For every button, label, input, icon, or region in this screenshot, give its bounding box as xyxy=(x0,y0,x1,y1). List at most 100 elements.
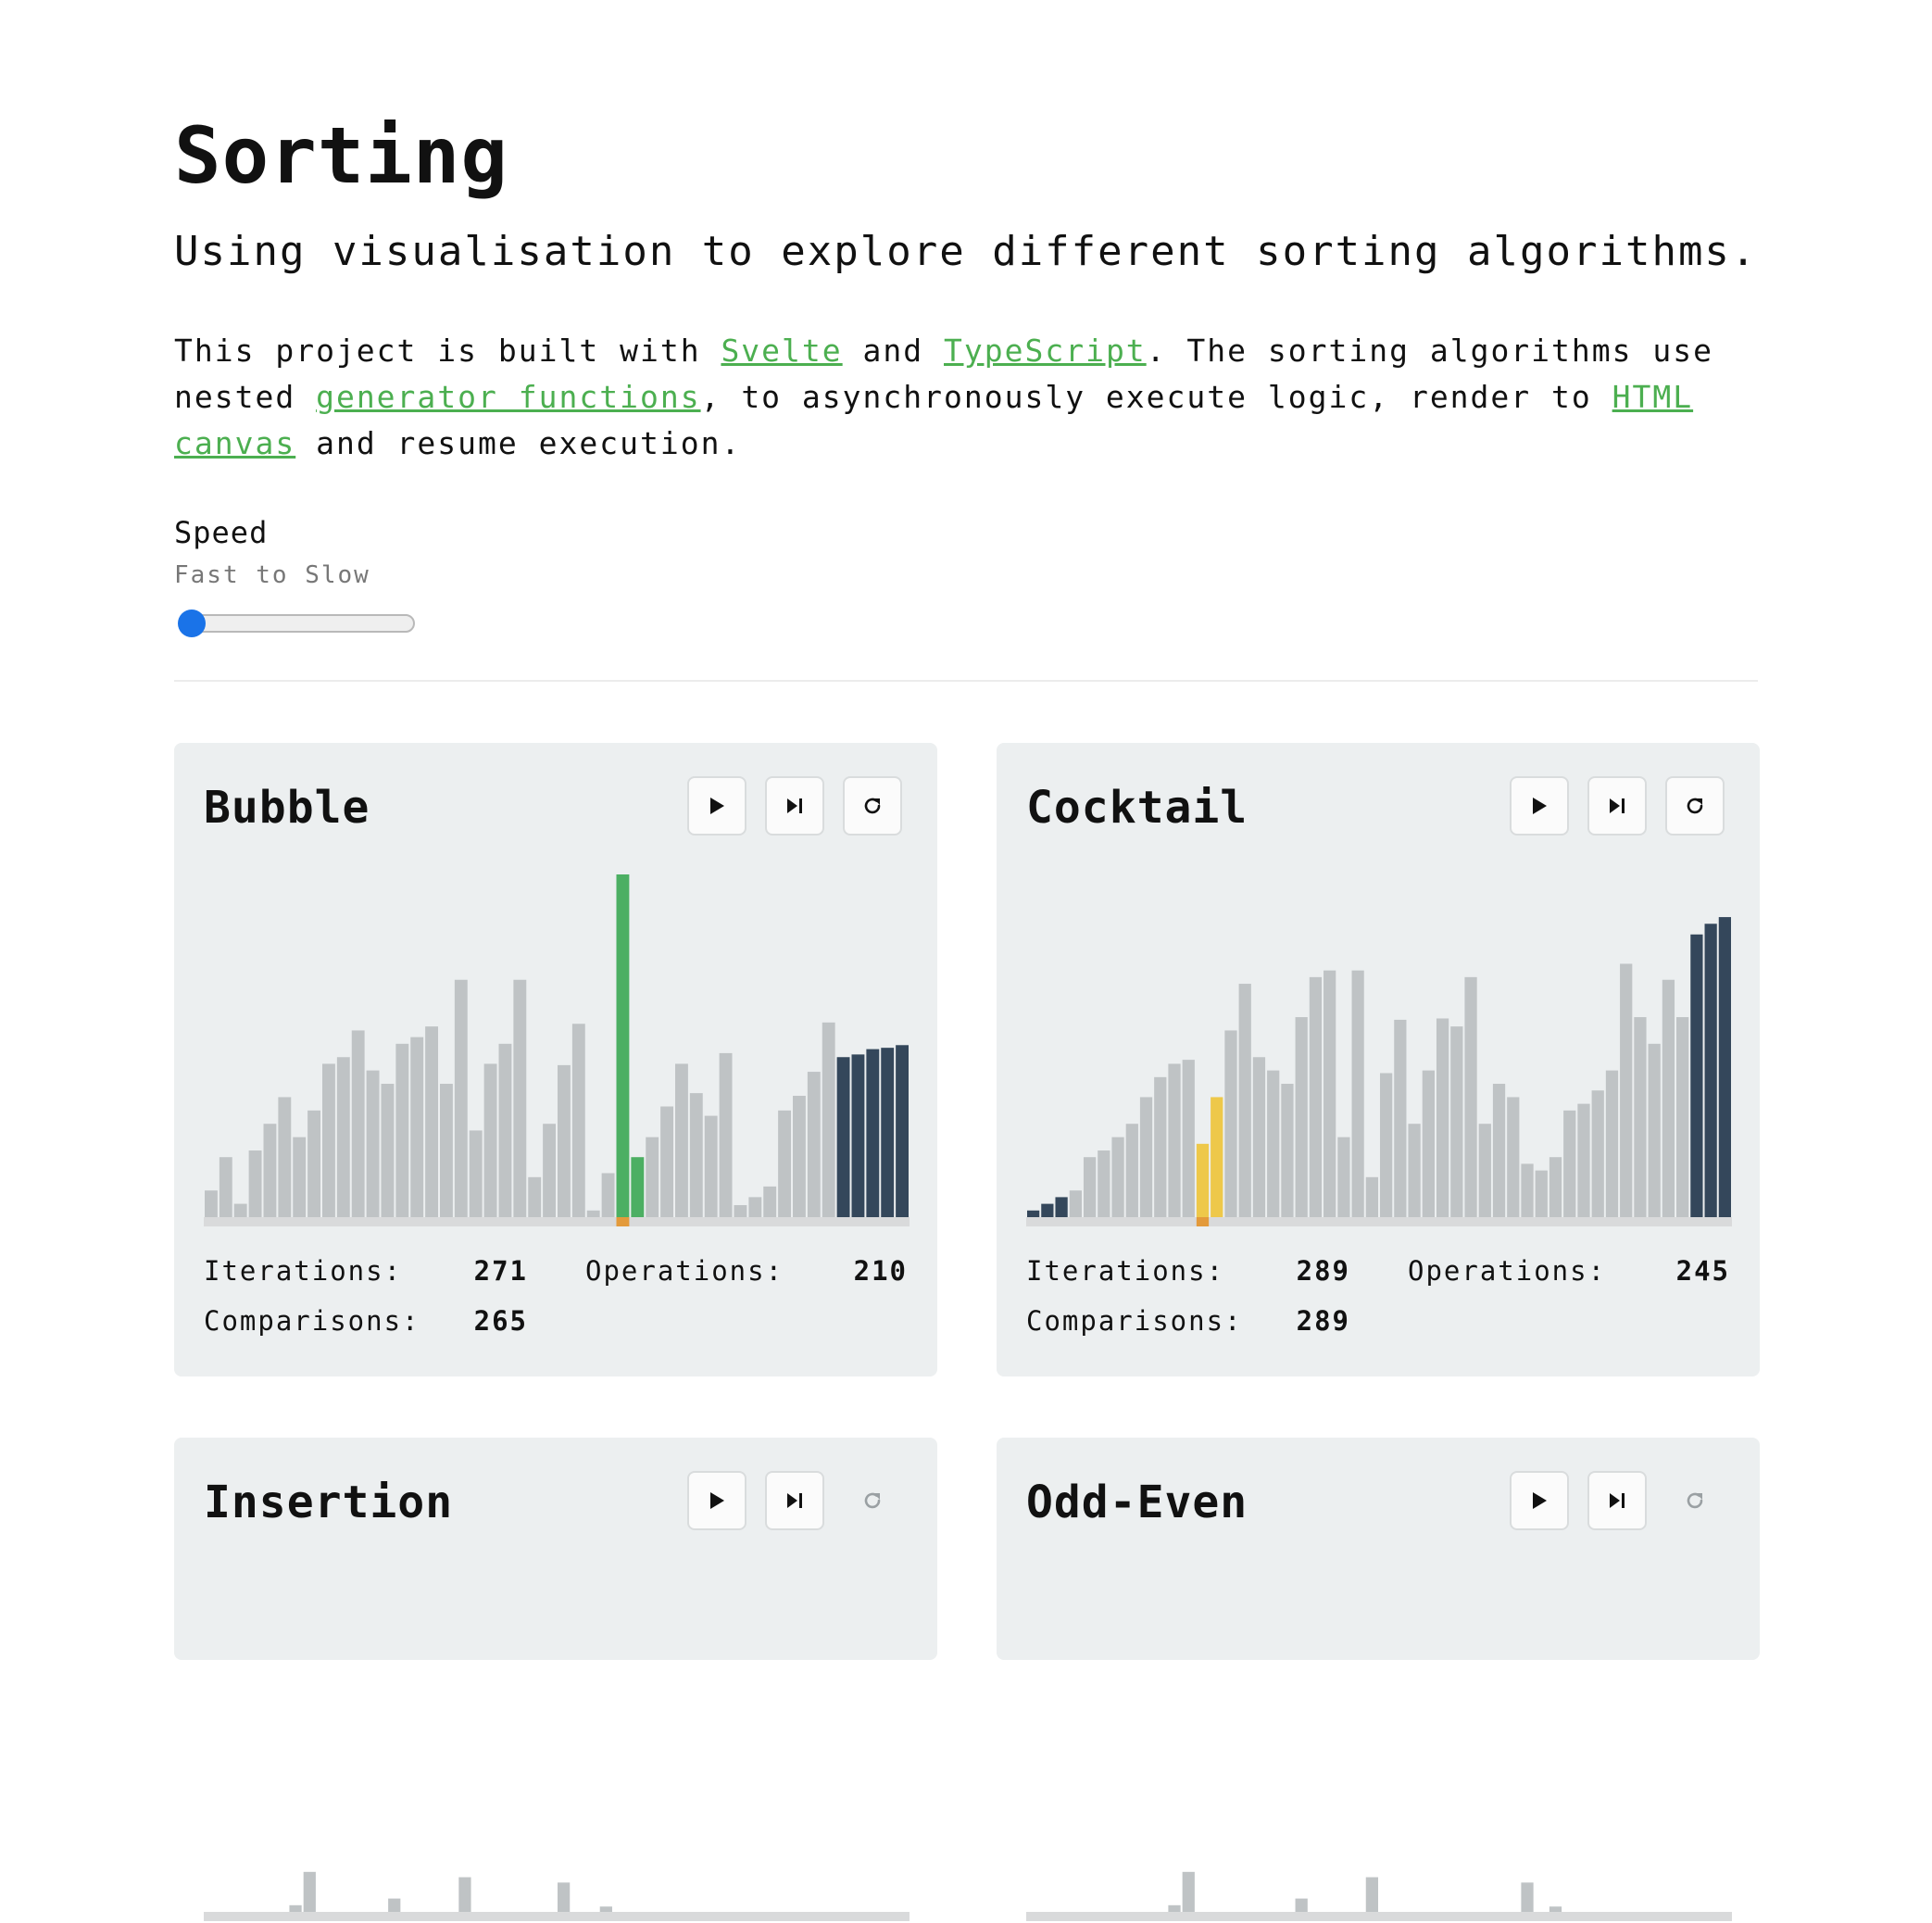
iterations-label: Iterations: xyxy=(204,1255,403,1287)
bar xyxy=(1224,1030,1237,1217)
comparisons-label: Comparisons: xyxy=(1026,1305,1243,1337)
bar xyxy=(1676,1017,1689,1217)
bar xyxy=(1521,1882,1534,1912)
bar xyxy=(263,1124,277,1217)
operations-label: Operations: xyxy=(1408,1255,1607,1287)
bar xyxy=(646,1137,659,1217)
divider xyxy=(174,680,1758,682)
play-button[interactable] xyxy=(1510,1471,1569,1530)
iterations-label: Iterations: xyxy=(1026,1255,1225,1287)
svelte-link[interactable]: Svelte xyxy=(721,333,843,369)
card-title: Odd-Even xyxy=(1026,1477,1248,1528)
bar xyxy=(1351,970,1364,1217)
bar xyxy=(248,1150,262,1217)
play-icon xyxy=(710,798,724,814)
bar xyxy=(704,1115,718,1217)
operations-value: 210 xyxy=(853,1255,908,1287)
bar xyxy=(1521,1163,1534,1217)
bar xyxy=(793,1095,806,1217)
bar xyxy=(1182,1060,1195,1217)
page-title: Sorting xyxy=(174,110,509,201)
play-button[interactable] xyxy=(1510,776,1569,836)
bar xyxy=(1154,1076,1167,1217)
bar xyxy=(1267,1070,1280,1217)
bar xyxy=(601,1173,615,1217)
bar xyxy=(1252,1057,1266,1217)
page-subtitle: Using visualisation to explore different… xyxy=(174,228,1758,275)
bar xyxy=(1211,1097,1223,1217)
bar xyxy=(822,1022,835,1217)
bar xyxy=(734,1205,747,1217)
bar xyxy=(1196,1143,1210,1217)
bar xyxy=(1309,976,1323,1217)
bar xyxy=(599,1906,612,1912)
bar xyxy=(1507,1097,1520,1217)
bar xyxy=(1168,1063,1181,1217)
bar xyxy=(1168,1904,1181,1912)
step-button[interactable] xyxy=(765,1471,824,1530)
bar xyxy=(616,874,630,1217)
bar xyxy=(1422,1070,1435,1217)
bar xyxy=(778,1110,792,1217)
bar xyxy=(1408,1124,1421,1217)
bar xyxy=(233,1203,247,1217)
card-insertion: Insertion xyxy=(174,1438,937,1921)
bar xyxy=(303,1871,316,1912)
html-canvas-link[interactable]: HTML canvas xyxy=(174,379,1694,461)
bar xyxy=(395,1043,409,1217)
bar xyxy=(381,1084,395,1217)
bar xyxy=(1620,963,1633,1217)
bar xyxy=(1563,1110,1576,1217)
card-cocktail: Cocktail Iterations: 289 Operations: 245… xyxy=(997,743,1760,1376)
bar xyxy=(1634,1017,1647,1217)
typescript-link[interactable]: TypeScript xyxy=(944,333,1147,369)
iterations-value: 271 xyxy=(473,1255,528,1287)
speed-slider[interactable] xyxy=(180,614,415,633)
play-icon xyxy=(710,1492,724,1509)
bars-track xyxy=(204,1912,910,1921)
generator-functions-link[interactable]: generator functions xyxy=(316,379,701,415)
bar xyxy=(1295,1017,1308,1217)
bar xyxy=(1436,1018,1449,1217)
step-button[interactable] xyxy=(1587,776,1647,836)
cursor-marker xyxy=(616,1217,630,1226)
bar xyxy=(1478,1124,1491,1217)
bar xyxy=(1083,1157,1097,1217)
reset-button[interactable] xyxy=(1665,1471,1725,1530)
bar xyxy=(1549,1157,1562,1217)
bar xyxy=(763,1186,777,1217)
bar xyxy=(1690,934,1703,1217)
reset-button[interactable] xyxy=(843,776,902,836)
bar xyxy=(1139,1097,1153,1217)
bar xyxy=(1549,1906,1562,1912)
operations-label: Operations: xyxy=(585,1255,784,1287)
bar xyxy=(366,1070,380,1217)
bars-track xyxy=(204,1217,910,1226)
reset-button[interactable] xyxy=(1665,776,1725,836)
speed-hint: Fast to Slow xyxy=(174,561,370,589)
bar xyxy=(1238,984,1251,1217)
step-button[interactable] xyxy=(765,776,824,836)
bar xyxy=(1027,1210,1040,1217)
bar xyxy=(571,1024,585,1217)
reset-icon xyxy=(864,798,881,814)
card-bubble: Bubble Iterations: 271 Operations: 210 C… xyxy=(174,743,937,1376)
play-button[interactable] xyxy=(687,776,746,836)
bar xyxy=(454,979,468,1217)
bar xyxy=(1055,1197,1068,1217)
bar xyxy=(1281,1084,1294,1217)
bars-chart xyxy=(1026,1871,1732,1921)
card-odd-even: Odd-Even xyxy=(997,1438,1760,1921)
bar xyxy=(689,1093,703,1217)
step-button[interactable] xyxy=(1587,1471,1647,1530)
reset-button[interactable] xyxy=(843,1471,902,1530)
bar xyxy=(513,979,527,1217)
speed-slider-thumb[interactable] xyxy=(178,610,206,637)
play-button[interactable] xyxy=(687,1471,746,1530)
bar xyxy=(469,1130,483,1217)
step-forward-icon xyxy=(1610,798,1625,813)
reset-icon xyxy=(864,1492,881,1509)
bar xyxy=(388,1898,401,1912)
bar xyxy=(660,1106,674,1217)
bar xyxy=(1591,1090,1604,1217)
